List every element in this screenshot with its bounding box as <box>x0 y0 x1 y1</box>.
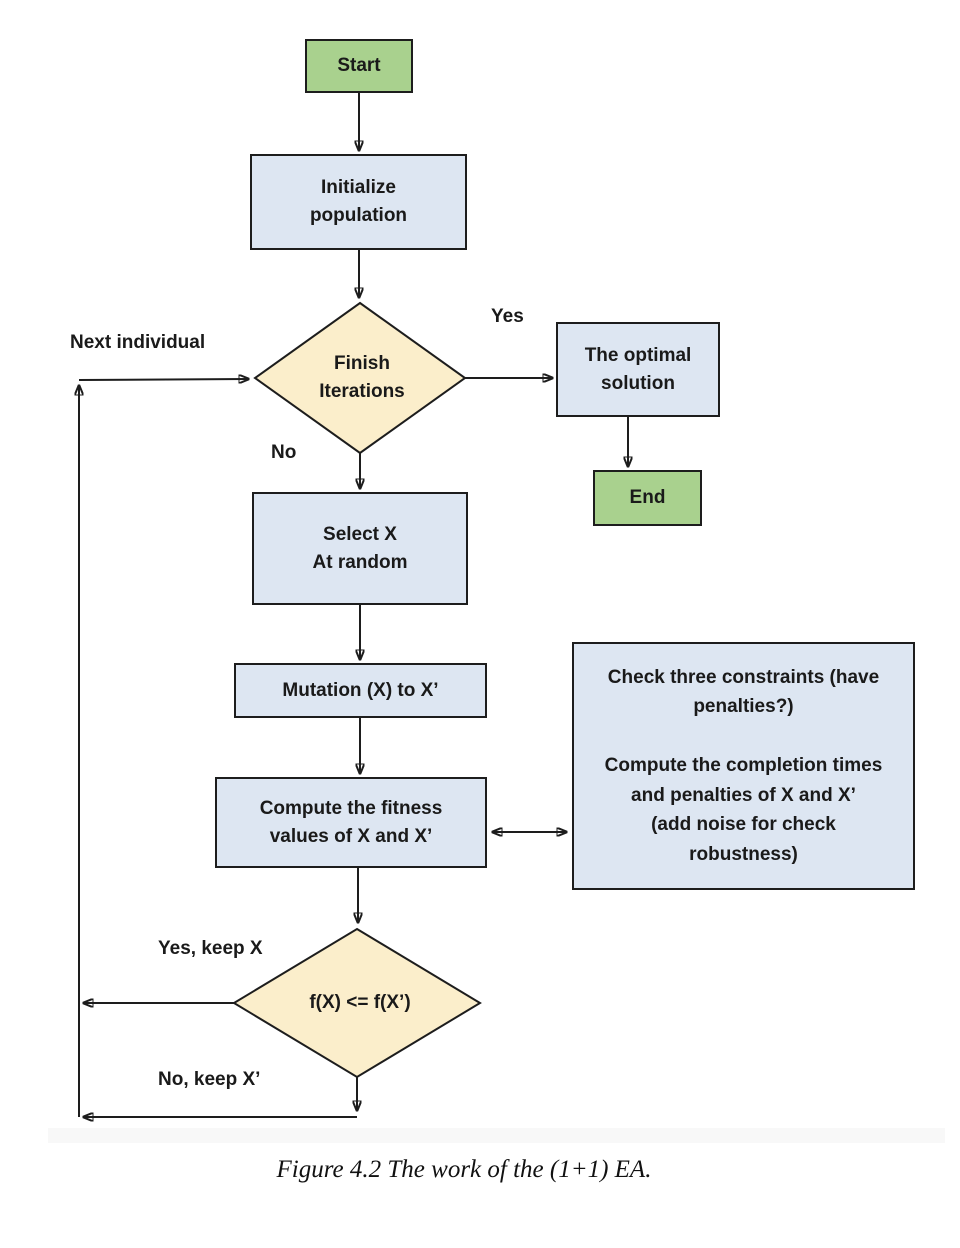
optimal-solution-label: The optimal solution <box>584 344 692 394</box>
constraints-note-node: Check three constraints (have penalties?… <box>572 642 915 890</box>
finish-iterations-label: Finish Iterations <box>319 353 405 402</box>
end-node: End <box>593 470 702 526</box>
figure-edge-band <box>48 1128 945 1143</box>
edge-label-yes: Yes <box>491 306 524 327</box>
mutation-label: Mutation (X) to X’ <box>282 679 439 701</box>
start-node: Start <box>305 39 413 93</box>
edge-label-no: No <box>271 442 297 463</box>
edge-next-individual <box>78 379 248 380</box>
edge-label-no-keep-x: No, keep X’ <box>158 1069 261 1090</box>
compute-fitness-label: Compute the fitness values of X and X’ <box>259 797 443 847</box>
initialize-population-node: Initialize population <box>250 154 467 250</box>
constraints-note-label: Check three constraints (have penalties?… <box>604 666 883 865</box>
optimal-solution-node: The optimal solution <box>556 322 720 417</box>
edge-label-yes-keep-x: Yes, keep X <box>158 938 263 959</box>
start-node-label: Start <box>337 55 381 77</box>
edge-label-next-individual: Next individual <box>70 332 206 353</box>
select-x-node: Select X At random <box>252 492 468 605</box>
fitness-decision-label: f(X) <= f(X’) <box>309 992 411 1014</box>
finish-iterations-label-box: Finish Iterations <box>272 342 452 414</box>
mutation-node: Mutation (X) to X’ <box>234 663 487 718</box>
fitness-decision-label-box: f(X) <= f(X’) <box>270 985 450 1021</box>
initialize-population-label: Initialize population <box>309 177 408 226</box>
end-node-label: End <box>629 487 666 509</box>
figure-caption: Figure 4.2 The work of the (1+1) EA. <box>276 1156 652 1183</box>
select-x-label: Select X At random <box>312 523 408 573</box>
compute-fitness-node: Compute the fitness values of X and X’ <box>215 777 487 868</box>
